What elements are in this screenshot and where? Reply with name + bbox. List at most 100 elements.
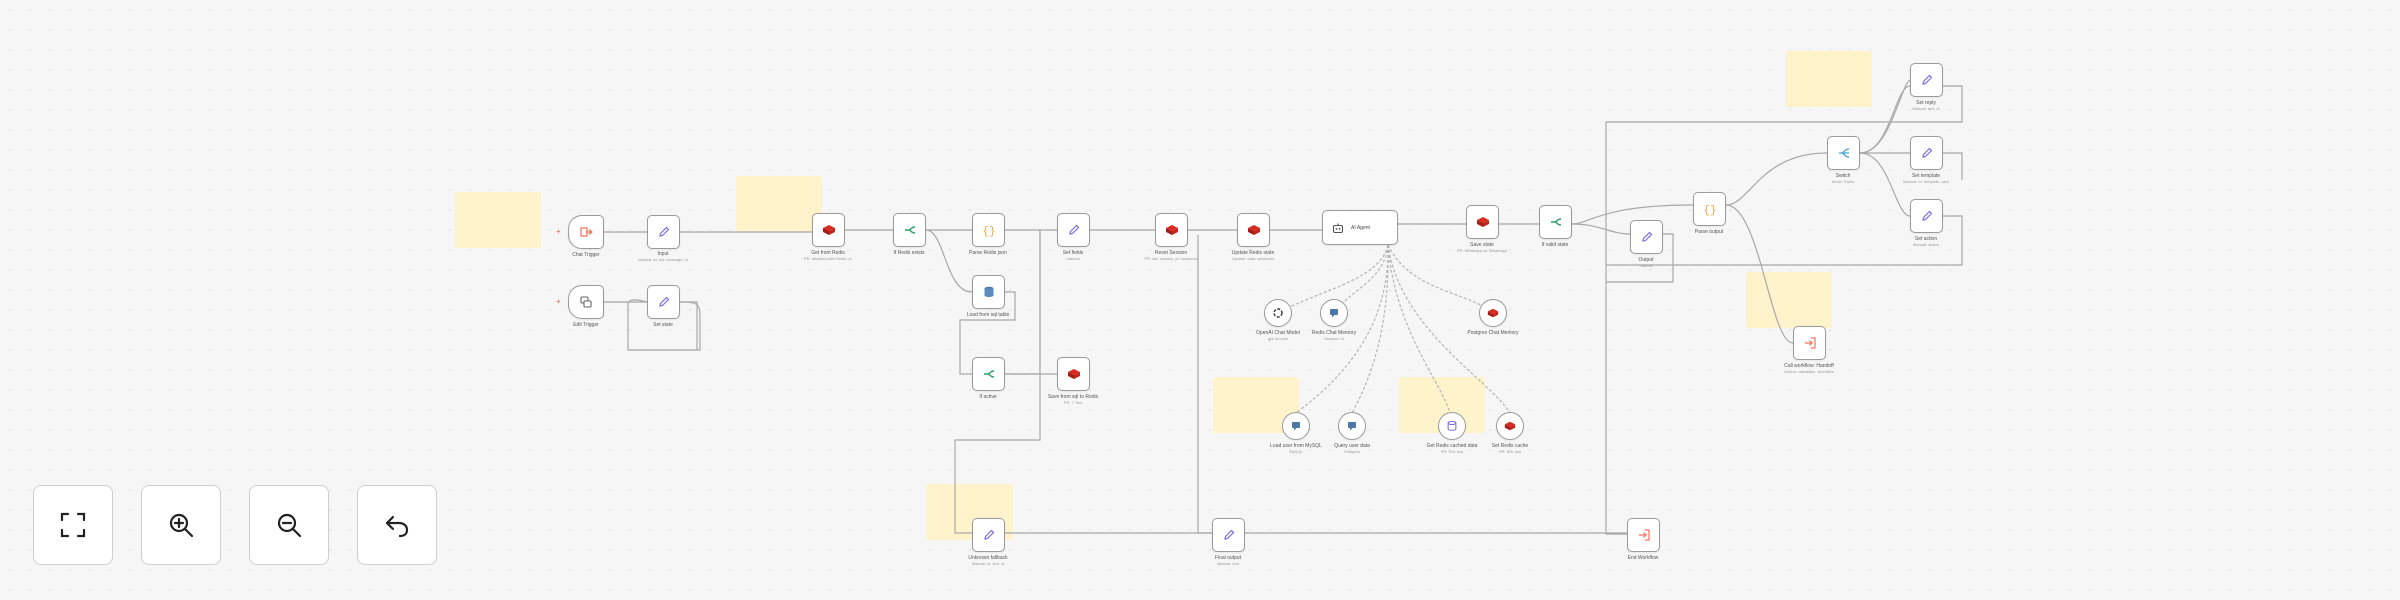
if-branch-icon [1550,218,1561,226]
node-update-redis-state[interactable] [1237,213,1270,247]
node-unknown-fallback[interactable] [972,518,1005,552]
redis-icon [1476,217,1489,227]
sticky-note[interactable] [1786,51,1872,107]
svg-text:{}: {} [982,226,995,237]
if-branch-icon [983,370,994,378]
node-switch[interactable] [1827,136,1860,170]
zoom-out-button[interactable] [249,485,329,565]
node-label: Edit Trigger [573,322,599,328]
node-call-handoff[interactable] [1793,326,1826,360]
node-label: Postgres Chat Memory [1467,330,1519,336]
node-if-valid-state[interactable] [1539,205,1572,239]
node-postgres-chat-memory[interactable] [1479,299,1507,327]
zoom-in-button[interactable] [141,485,221,565]
node-output[interactable] [1630,220,1663,254]
node-parse-output[interactable]: {} [1693,192,1726,226]
node-ai-agent[interactable]: AI Agent [1322,210,1398,245]
add-trigger-icon[interactable]: + [556,227,561,236]
node-set-fields[interactable] [1057,213,1090,247]
redis-icon [1504,421,1516,431]
redis-icon [822,225,835,235]
if-branch-icon [904,226,915,234]
node-label: If Redis exists [893,250,925,256]
pencil-icon [658,296,669,307]
node-load-from-sql[interactable] [972,275,1005,309]
robot-icon [1332,223,1344,233]
sticky-note[interactable] [736,176,822,232]
pencil-icon [1068,224,1079,235]
redis-icon [1165,225,1178,235]
node-final-output[interactable] [1212,518,1245,552]
pencil-icon [983,529,994,540]
node-if-active[interactable] [972,357,1005,391]
node-mysql-tool[interactable] [1282,412,1310,440]
node-set-template[interactable] [1910,136,1943,170]
undo-icon [385,515,409,538]
node-set-reply[interactable] [1910,63,1943,97]
node-set-state[interactable] [647,285,680,319]
enter-workflow-icon [1804,337,1816,349]
node-redis-get-tool[interactable] [1438,412,1466,440]
memory-icon [1292,422,1300,431]
node-input[interactable] [647,215,680,249]
node-openai-chat-model[interactable] [1264,299,1292,327]
node-label: If active [979,394,997,400]
sticky-note[interactable] [1746,272,1832,328]
pencil-icon [1921,210,1932,221]
node-end-workflow[interactable] [1627,518,1660,552]
fullscreen-icon [60,512,86,538]
node-redis-chat-memory[interactable] [1320,299,1348,327]
node-label: Load from sql table [966,312,1010,318]
redis-icon [1487,308,1499,318]
pencil-icon [1921,74,1932,85]
node-label: Parse Redis json [969,250,1007,256]
openai-icon [1273,308,1283,318]
code-braces-icon: {} [982,226,995,237]
node-postgres-tool[interactable] [1338,412,1366,440]
node-redis-get[interactable] [812,213,845,247]
redis-icon [1067,369,1080,379]
node-chat-trigger[interactable] [568,215,604,249]
node-edit-trigger[interactable] [568,285,604,319]
zoom-in-icon [169,513,194,538]
node-reset-session[interactable] [1155,213,1188,247]
reset-zoom-button[interactable] [357,485,437,565]
svg-text:{}: {} [1703,205,1716,216]
node-if-redis-exists[interactable] [893,213,926,247]
node-redis-set-tool[interactable] [1496,412,1524,440]
database-icon [984,286,993,297]
fit-view-button[interactable] [33,485,113,565]
database-icon [1447,420,1457,431]
node-label: Parse output [1694,229,1724,235]
add-trigger-icon[interactable]: + [556,297,561,306]
zoom-out-icon [277,513,302,538]
chat-trigger-icon [580,227,593,237]
node-save-sql-to-redis[interactable] [1057,357,1090,391]
sticky-note[interactable] [455,192,541,248]
node-set-action[interactable] [1910,199,1943,233]
exit-icon [1638,529,1650,541]
node-parse-redis-json[interactable]: {} [972,213,1005,247]
memory-icon [1348,422,1356,431]
chat-bubble-icon [580,296,592,308]
node-save-state[interactable] [1466,205,1499,239]
node-label: Set state [653,322,673,328]
memory-icon [1330,309,1338,318]
